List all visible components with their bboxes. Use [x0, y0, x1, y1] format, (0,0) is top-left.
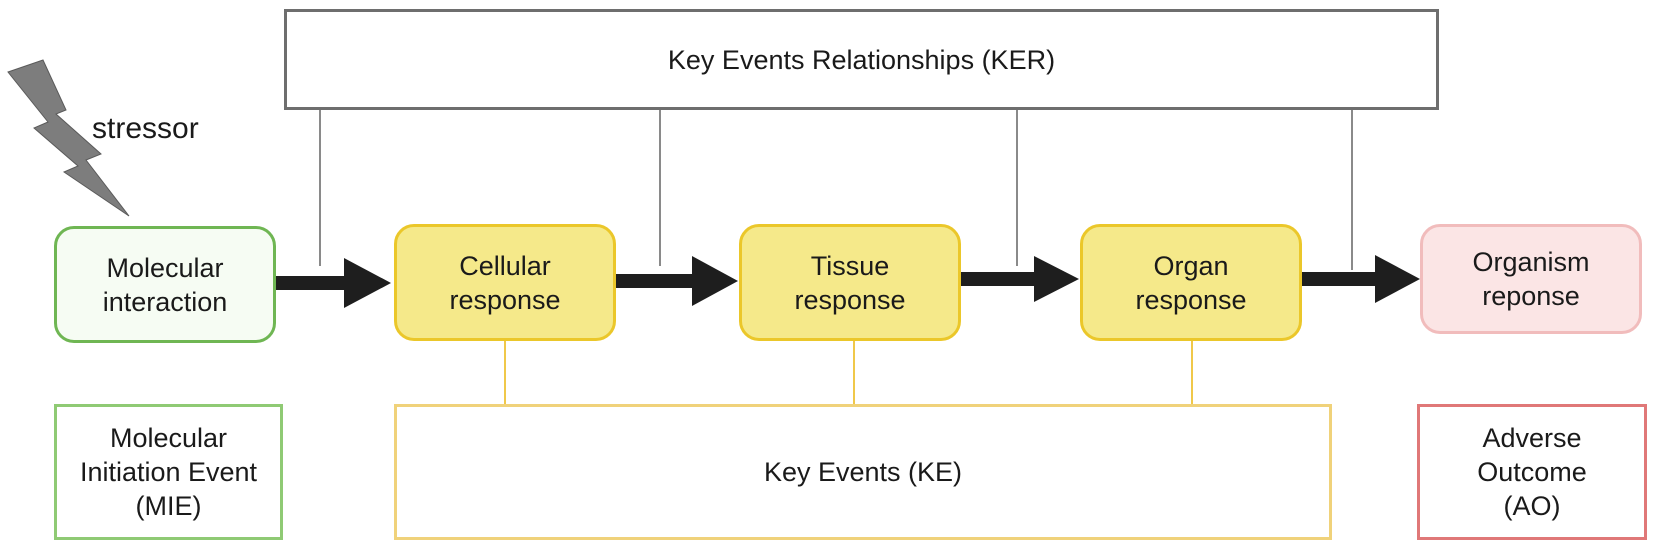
- node-text-line: interaction: [102, 286, 228, 317]
- node-text-line: Cellular: [459, 250, 551, 281]
- node-tissue-response: Tissue response: [739, 224, 961, 341]
- node-molecular-interaction: Molecular interaction: [54, 226, 276, 343]
- node-text-line: response: [1135, 284, 1247, 315]
- flow-arrow-3: [961, 256, 1079, 302]
- adverse-outcome-box: Adverse Outcome (AO): [1417, 404, 1647, 540]
- stressor-label: stressor: [92, 112, 199, 145]
- flow-arrow-4: [1302, 255, 1420, 303]
- node-text-line: Organism: [1472, 247, 1590, 277]
- ao-text-line: Outcome: [1477, 457, 1587, 487]
- node-cellular-response: Cellular response: [394, 224, 616, 341]
- mie-text-line: Initiation Event: [79, 457, 258, 487]
- flow-arrow-1: [276, 258, 391, 308]
- node-organism-response: Organism reponse: [1420, 224, 1642, 334]
- node-text-line: response: [449, 284, 561, 315]
- ao-text-line: (AO): [1503, 491, 1561, 521]
- node-text-line: response: [794, 284, 906, 315]
- key-events-relationships-box: Key Events Relationships (KER): [284, 9, 1439, 110]
- lightning-bolt-icon: [7, 59, 130, 217]
- mie-text-line: (MIE): [135, 491, 202, 521]
- node-text-line: Molecular: [106, 252, 224, 283]
- ke-label: Key Events (KE): [763, 457, 963, 487]
- node-text-line: Tissue: [810, 250, 890, 281]
- node-text-line: Organ: [1153, 250, 1229, 281]
- node-text-line: reponse: [1482, 281, 1580, 311]
- ker-label: Key Events Relationships (KER): [667, 44, 1056, 75]
- mie-text-line: Molecular: [109, 423, 228, 453]
- key-events-box: Key Events (KE): [394, 404, 1332, 540]
- flow-arrow-2: [616, 256, 738, 306]
- ao-text-line: Adverse: [1482, 423, 1582, 453]
- molecular-initiation-event-box: Molecular Initiation Event (MIE): [54, 404, 283, 540]
- node-organ-response: Organ response: [1080, 224, 1302, 341]
